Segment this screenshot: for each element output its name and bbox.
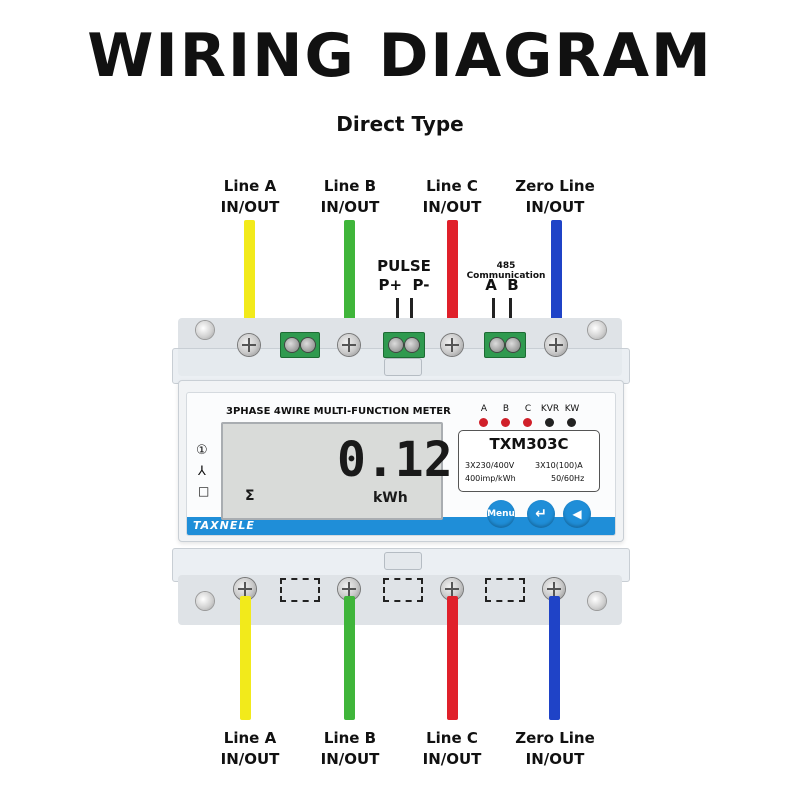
terminal-screw-icon — [389, 338, 403, 352]
bottom-label-line-c: Line C IN/OUT — [387, 728, 517, 770]
terminal-screw-icon — [301, 338, 315, 352]
led-indicator-group: A B C KVR KW — [472, 404, 592, 434]
terminal-screw-icon — [545, 334, 567, 356]
comm-485-label: 485 Communication — [466, 261, 546, 281]
diagram-title: WIRING DIAGRAM — [87, 21, 713, 91]
label-line1: Zero Line — [515, 177, 595, 195]
led-label-c: C — [524, 404, 532, 414]
lcd-unit: kWh — [373, 490, 408, 506]
terminal-screw-icon — [338, 578, 360, 600]
bottom-label-line-a: Line A IN/OUT — [185, 728, 315, 770]
pulse-terminal-block — [383, 332, 425, 358]
wire-line-b-top — [344, 220, 355, 342]
terminal-screw-icon — [506, 338, 520, 352]
spec-imp: 400imp/kWh — [465, 474, 516, 483]
menu-button[interactable]: Menu — [487, 500, 515, 528]
led-b-indicator — [501, 418, 510, 427]
spec-voltage: 3X230/400V — [465, 461, 515, 470]
spec-current: 3X10(100)A — [535, 461, 583, 470]
terminal-screw-icon — [441, 334, 463, 356]
spec-frequency: 50/60Hz — [551, 474, 585, 483]
led-kw-indicator — [567, 418, 576, 427]
lcd-display: 0.12 kWh Σ — [221, 422, 453, 520]
led-label-kw: KW — [564, 404, 580, 414]
wire-zero-line-top — [551, 220, 562, 342]
brand-logo: TAXNELE — [193, 519, 255, 532]
terminal-slot-bracket — [383, 578, 423, 602]
wire-zero-line-bottom — [549, 596, 560, 720]
top-label-line-b: Line B IN/OUT — [285, 176, 415, 218]
enter-arrow-icon: ↵ — [535, 506, 547, 522]
terminal-screw-icon — [285, 338, 299, 352]
wire-line-b-bottom — [344, 596, 355, 720]
mount-screw-icon — [196, 321, 214, 339]
label-line1: Line B — [323, 729, 377, 747]
terminal-screw-icon — [490, 338, 504, 352]
terminal-slot-bracket — [485, 578, 525, 602]
label-line2: IN/OUT — [320, 198, 380, 216]
terminal-screw-icon — [338, 334, 360, 356]
mount-screw-icon — [196, 592, 214, 610]
side-mark-1: ① — [196, 443, 208, 458]
left-triangle-icon: ◀ — [572, 507, 582, 521]
label-line1: Line A — [223, 729, 277, 747]
label-line2: IN/OUT — [320, 750, 380, 768]
led-label-kvr: KVR — [540, 404, 560, 414]
led-label-b: B — [502, 404, 510, 414]
terminal-slot-bracket — [280, 578, 320, 602]
wire-line-c-top — [447, 220, 458, 342]
terminal-screw-icon — [543, 578, 565, 600]
aux-terminal-block — [280, 332, 320, 358]
label-line2: IN/OUT — [525, 198, 585, 216]
side-mark-3: □ — [198, 484, 210, 498]
led-label-a: A — [480, 404, 488, 414]
spec-box: TXM303C 3X230/400V 3X10(100)A 400imp/kWh… — [458, 430, 600, 492]
label-line2: IN/OUT — [422, 198, 482, 216]
label-line2: IN/OUT — [525, 750, 585, 768]
label-line1: Zero Line — [515, 729, 595, 747]
led-kvr-indicator — [545, 418, 554, 427]
terminal-screw-icon — [238, 334, 260, 356]
led-a-indicator — [479, 418, 488, 427]
back-button[interactable]: ◀ — [563, 500, 591, 528]
wire-line-a-top — [244, 220, 255, 342]
cover-latch — [384, 552, 422, 570]
mount-screw-icon — [588, 592, 606, 610]
comm-pins-label: A B — [485, 276, 519, 294]
pulse-label: PULSE — [377, 257, 431, 275]
label-line1: Line B — [323, 177, 377, 195]
top-label-line-a: Line A IN/OUT — [185, 176, 315, 218]
mount-screw-icon — [588, 321, 606, 339]
bottom-label-zero-line: Zero Line IN/OUT — [490, 728, 620, 770]
diagram-subtitle: Direct Type — [336, 112, 464, 136]
led-c-indicator — [523, 418, 532, 427]
bottom-label-line-b: Line B IN/OUT — [285, 728, 415, 770]
label-line2: IN/OUT — [220, 198, 280, 216]
model-number: TXM303C — [489, 435, 569, 453]
wire-line-a-bottom — [240, 596, 251, 720]
lcd-value: 0.12 — [337, 432, 453, 488]
enter-button[interactable]: ↵ — [527, 500, 555, 528]
wire-line-c-bottom — [447, 596, 458, 720]
comm-485-terminal-block — [484, 332, 526, 358]
meter-panel-title: 3PHASE 4WIRE MULTI-FUNCTION METER — [226, 406, 451, 417]
top-label-zero-line: Zero Line IN/OUT — [490, 176, 620, 218]
cover-latch — [384, 358, 422, 376]
terminal-screw-icon — [234, 578, 256, 600]
lcd-sum-symbol: Σ — [245, 488, 255, 504]
terminal-screw-icon — [405, 338, 419, 352]
label-line1: Line A — [223, 177, 277, 195]
terminal-screw-icon — [441, 578, 463, 600]
label-line2: IN/OUT — [220, 750, 280, 768]
label-line1: Line C — [426, 177, 478, 195]
label-line2: IN/OUT — [422, 750, 482, 768]
top-label-line-c: Line C IN/OUT — [387, 176, 517, 218]
pulse-pins-label: P+ P- — [378, 276, 430, 294]
side-mark-2: ⅄ — [198, 464, 206, 479]
label-line1: Line C — [426, 729, 478, 747]
